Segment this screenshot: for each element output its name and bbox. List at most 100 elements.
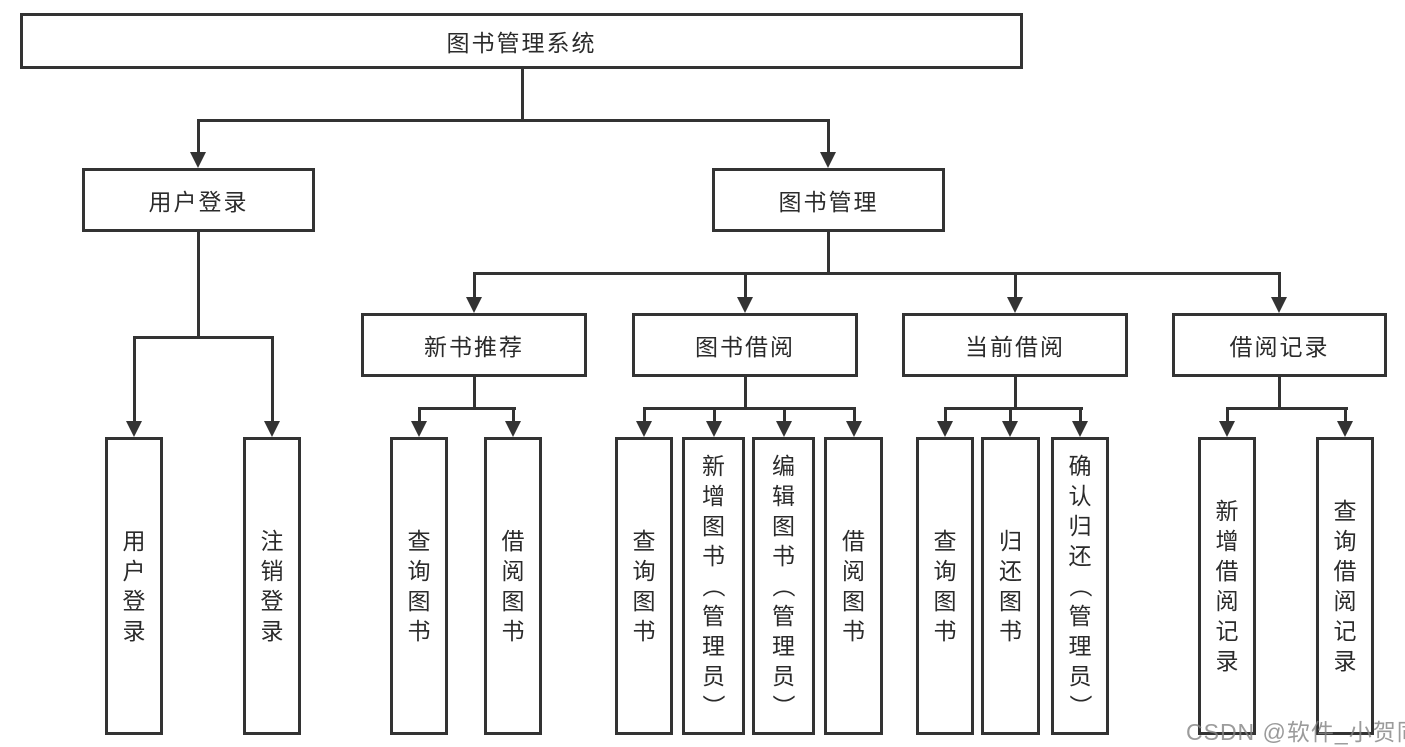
connector-line xyxy=(944,407,947,422)
connector-arrowhead-icon xyxy=(126,421,142,437)
connector-line xyxy=(1226,407,1348,410)
leaf-edit-book-admin: 编辑图书（管理员） xyxy=(752,437,815,735)
connector-line xyxy=(1014,272,1017,298)
connector-line xyxy=(133,336,136,422)
leaf-label-char: 询 xyxy=(407,558,431,584)
connector-line xyxy=(197,119,830,122)
connector-arrowhead-icon xyxy=(776,421,792,437)
connector-arrowhead-icon xyxy=(706,421,722,437)
connector-line xyxy=(643,407,646,422)
leaf-label-char: 询 xyxy=(632,558,656,584)
connector-line xyxy=(744,272,747,298)
leaf-user-login: 用户登录 xyxy=(105,437,163,735)
leaf-label-char: 登 xyxy=(122,588,146,614)
leaf-label-char: 注 xyxy=(260,528,284,554)
leaf-label-char: 归 xyxy=(999,528,1022,554)
connector-line xyxy=(944,407,1083,410)
leaf-label-char: 书 xyxy=(632,618,656,644)
leaf-label-char: 图 xyxy=(407,588,431,614)
leaf-label-char: 辑 xyxy=(772,483,795,509)
leaf-label-char: 阅 xyxy=(501,558,525,584)
node-book-management: 图书管理 xyxy=(712,168,945,232)
node-current-borrowing: 当前借阅 xyxy=(902,313,1128,377)
connector-arrowhead-icon xyxy=(1072,421,1088,437)
leaf-add-borrow-record: 新增借阅记录 xyxy=(1198,437,1256,735)
leaf-label-char: 新 xyxy=(702,453,725,479)
leaf-label-char: 借 xyxy=(1215,558,1239,584)
leaf-label-char: 录 xyxy=(260,618,284,644)
connector-line xyxy=(473,272,1281,275)
leaf-label-char: （ xyxy=(770,574,797,598)
leaf-label-char: 借 xyxy=(842,528,865,554)
leaf-label-char: 员 xyxy=(702,663,725,689)
leaf-label-char: 录 xyxy=(122,618,146,644)
leaf-label-char: 编 xyxy=(772,453,795,479)
connector-line xyxy=(853,407,856,422)
leaf-label-char: 询 xyxy=(933,558,957,584)
leaf-label-char: 记 xyxy=(1215,618,1239,644)
leaf-label-char: ） xyxy=(1067,694,1093,718)
node-book-borrowing: 图书借阅 xyxy=(632,313,858,377)
connector-arrowhead-icon xyxy=(190,152,206,168)
leaf-logout: 注销登录 xyxy=(243,437,301,735)
leaf-label-char: 理 xyxy=(1068,633,1092,659)
connector-arrowhead-icon xyxy=(1337,421,1353,437)
connector-line xyxy=(1278,272,1281,298)
connector-arrowhead-icon xyxy=(636,421,652,437)
leaf-label-char: 认 xyxy=(1068,483,1092,509)
leaf-label-char: 登 xyxy=(260,588,284,614)
leaf-label-char: 销 xyxy=(260,558,284,584)
leaf-confirm-return-admin: 确认归还（管理员） xyxy=(1051,437,1109,735)
csdn-watermark: CSDN @软件_小贺同学 xyxy=(1186,719,1405,745)
leaf-label-char: 查 xyxy=(1333,498,1357,524)
leaf-label-char: ） xyxy=(770,694,797,718)
leaf-label-char: 阅 xyxy=(1333,588,1357,614)
connector-line xyxy=(713,407,716,422)
leaf-label-char: 书 xyxy=(999,618,1022,644)
leaf-label-char: 书 xyxy=(407,618,431,644)
leaf-label-char: 书 xyxy=(772,543,795,569)
leaf-label-char: 管 xyxy=(1068,603,1092,629)
connector-line xyxy=(521,69,524,121)
leaf-query-borrow-record: 查询借阅记录 xyxy=(1316,437,1374,735)
leaf-query-books-current: 查询图书 xyxy=(916,437,974,735)
connector-arrowhead-icon xyxy=(1002,421,1018,437)
connector-line xyxy=(1344,407,1347,422)
connector-line xyxy=(473,272,476,298)
leaf-label-char: 书 xyxy=(501,618,525,644)
node-book-borrowing-label: 图书借阅 xyxy=(695,334,795,360)
connector-line xyxy=(197,119,200,153)
leaf-label-char: 户 xyxy=(122,558,146,584)
leaf-label-char: 员 xyxy=(1068,663,1092,689)
connector-line xyxy=(418,407,516,410)
connector-arrowhead-icon xyxy=(820,152,836,168)
leaf-label-char: 图 xyxy=(933,588,957,614)
connector-line xyxy=(473,377,476,409)
leaf-label-char: 归 xyxy=(1068,513,1092,539)
leaf-label-char: （ xyxy=(1067,574,1093,598)
leaf-label-char: 查 xyxy=(933,528,957,554)
leaf-label-char: 管 xyxy=(772,603,795,629)
leaf-query-books-borrowing: 查询图书 xyxy=(615,437,673,735)
connector-arrowhead-icon xyxy=(505,421,521,437)
leaf-label-char: 理 xyxy=(702,633,725,659)
leaf-borrow-books-borrowing: 借阅图书 xyxy=(824,437,883,735)
connector-line xyxy=(1009,407,1012,422)
node-user-login: 用户登录 xyxy=(82,168,315,232)
node-new-book-recommend: 新书推荐 xyxy=(361,313,587,377)
connector-line xyxy=(1079,407,1082,422)
leaf-label-char: 员 xyxy=(772,663,795,689)
connector-line xyxy=(271,336,274,422)
node-library-system-label: 图书管理系统 xyxy=(446,30,597,56)
leaf-label-char: 借 xyxy=(501,528,525,554)
leaf-label-char: 查 xyxy=(632,528,656,554)
connector-arrowhead-icon xyxy=(411,421,427,437)
connector-line xyxy=(418,407,421,422)
leaf-label-char: 增 xyxy=(702,483,725,509)
connector-line xyxy=(744,377,747,409)
leaf-borrow-books-recommend: 借阅图书 xyxy=(484,437,542,735)
leaf-label-char: 借 xyxy=(1333,558,1357,584)
leaf-label-char: 阅 xyxy=(1215,588,1239,614)
node-current-borrowing-label: 当前借阅 xyxy=(965,334,1065,360)
